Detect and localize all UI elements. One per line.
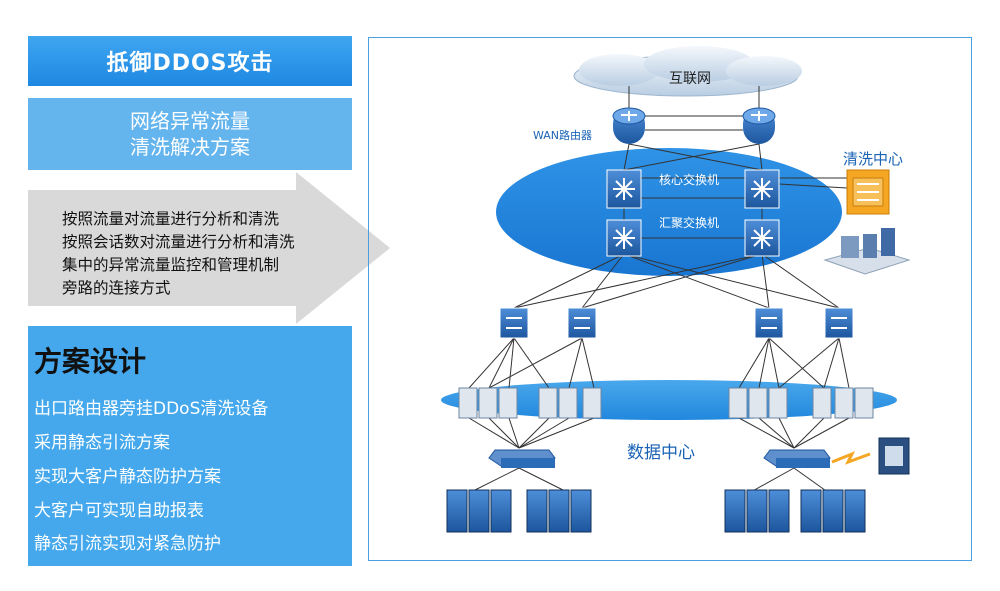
storage-array-icon (446, 489, 866, 533)
access-switch-icon (499, 307, 529, 339)
methods-arrow: 按照流量对流量进行分析和清洗 按照会话数对流量进行分析和清洗 集中的异常流量监控… (28, 172, 390, 324)
design-panel: 方案设计 出口路由器旁挂DDoS清洗设备 采用静态引流方案 实现大客户静态防护方… (28, 326, 352, 566)
method-item: 按照会话数对流量进行分析和清洗 (62, 233, 295, 251)
wan-router-icon (612, 107, 646, 144)
diagram-canvas (441, 46, 911, 533)
arrow-shape (28, 172, 390, 324)
lightning-link-icon (831, 451, 871, 465)
page-title: 抵御DDOS攻击 (28, 36, 352, 86)
server-rack-icon (458, 387, 874, 419)
methods-list: 按照流量对流量进行分析和清洗 按照会话数对流量进行分析和清洗 集中的异常流量监控… (62, 208, 382, 300)
design-item: 大客户可实现自助报表 (34, 501, 204, 521)
core-switch-icon (606, 169, 642, 209)
design-item: 采用静态引流方案 (34, 433, 170, 453)
aggregation-switch-icon (744, 219, 780, 257)
aggregation-switch-icon (606, 219, 642, 257)
scrubbing-center-label: 清洗中心 (843, 150, 904, 168)
internet-cloud-icon (573, 46, 802, 97)
access-switch-icon (824, 307, 854, 339)
access-switch-icon (567, 307, 597, 339)
method-item: 按照流量对流量进行分析和清洗 (62, 210, 280, 228)
wan-router-icon (742, 107, 776, 144)
subtitle-line-2: 清洗解决方案 (130, 135, 250, 159)
subtitle-line-1: 网络异常流量 (130, 109, 250, 133)
wan-router-label: WAN路由器 (533, 129, 593, 142)
access-switch-icon (754, 307, 784, 339)
network-diagram: 互联网 WAN路由器 核心交换机 汇聚交换机 清洗中心 数据中心 (368, 37, 972, 561)
security-appliance-icon (878, 437, 910, 475)
solution-subtitle: 网络异常流量 清洗解决方案 (28, 98, 352, 170)
dc-switch-icon (488, 449, 556, 468)
design-item: 实现大客户静态防护方案 (34, 467, 221, 487)
scrubbing-firewall-icon (846, 169, 890, 215)
core-switch-label: 核心交换机 (659, 173, 720, 187)
method-item: 旁路的连接方式 (62, 279, 171, 297)
dc-switch-icon (763, 449, 831, 468)
design-heading: 方案设计 (34, 345, 147, 378)
design-item: 静态引流实现对紧急防护 (34, 534, 221, 554)
data-center-label: 数据中心 (627, 443, 695, 463)
design-item: 出口路由器旁挂DDoS清洗设备 (34, 399, 269, 419)
core-switch-icon (744, 169, 780, 209)
core-network-zone (496, 148, 842, 276)
scrubbing-server-icon (823, 228, 911, 275)
method-item: 集中的异常流量监控和管理机制 (62, 256, 280, 274)
aggregation-switch-label: 汇聚交换机 (659, 216, 720, 230)
internet-label: 互联网 (669, 71, 711, 87)
